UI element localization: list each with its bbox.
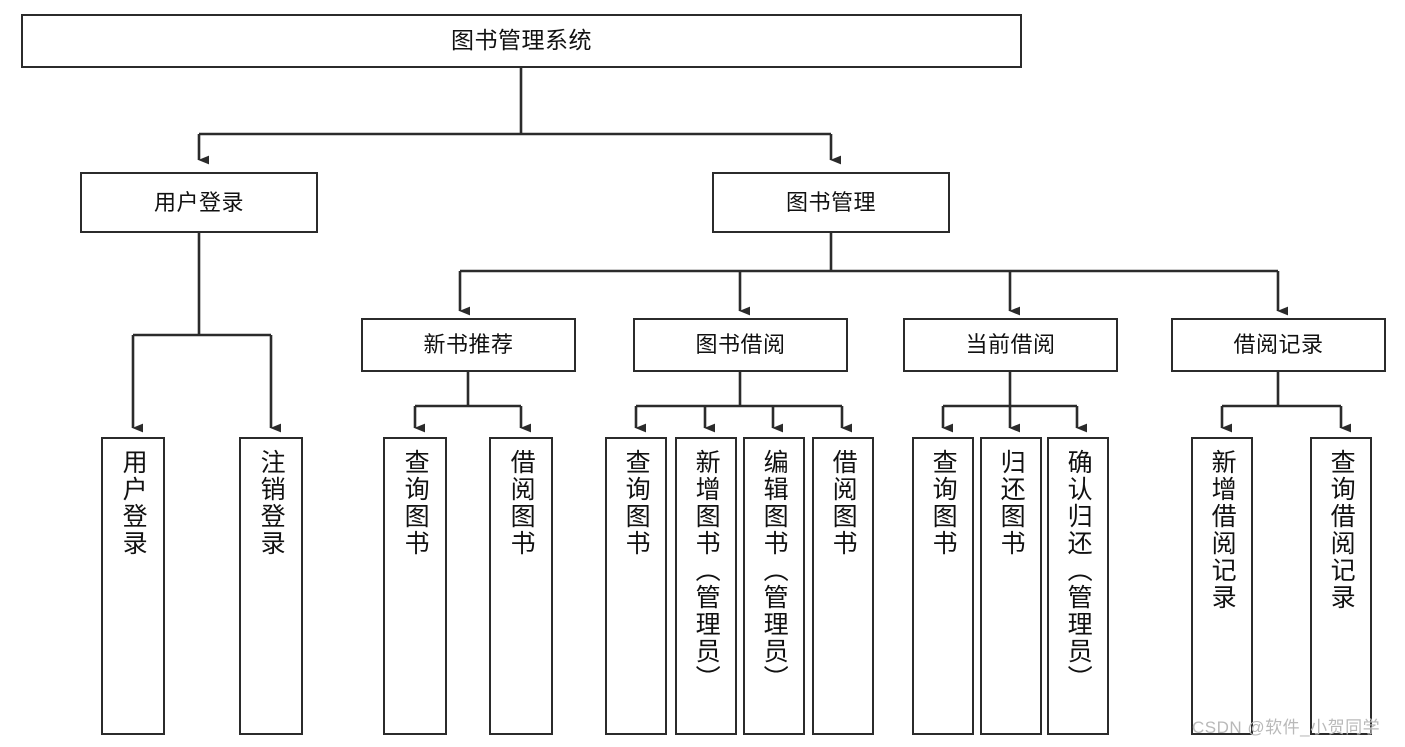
node-label: 用户登录 [153, 189, 244, 215]
node-book-borrow[interactable]: 图书借阅 [633, 318, 848, 372]
node-label: 借阅图书 [829, 449, 858, 557]
node-borrow-record[interactable]: 借阅记录 [1171, 318, 1386, 372]
leaf-current-borrow-0[interactable]: 查询图书 [912, 437, 974, 735]
node-label: 查询图书 [401, 449, 430, 557]
node-label: 用户登录 [119, 449, 148, 557]
leaf-current-borrow-1[interactable]: 归还图书 [980, 437, 1042, 735]
node-label: 新书推荐 [423, 332, 514, 358]
node-label: 新增图书（管理员） [692, 449, 721, 692]
node-label: 当前借阅 [965, 332, 1056, 358]
node-label: 确认归还（管理员） [1064, 449, 1093, 692]
leaf-user-login-1[interactable]: 注销登录 [239, 437, 303, 735]
leaf-book-borrow-0[interactable]: 查询图书 [605, 437, 667, 735]
node-label: 查询图书 [929, 449, 958, 557]
leaf-book-borrow-3[interactable]: 借阅图书 [812, 437, 874, 735]
node-label: 借阅记录 [1233, 332, 1324, 358]
watermark-text: CSDN @软件_小贺同学 [1192, 718, 1381, 737]
node-label: 图书管理系统 [451, 27, 592, 54]
leaf-current-borrow-2[interactable]: 确认归还（管理员） [1047, 437, 1109, 735]
leaf-borrow-record-1[interactable]: 查询借阅记录 [1310, 437, 1372, 735]
node-label: 图书借阅 [695, 332, 786, 358]
node-current-borrow[interactable]: 当前借阅 [903, 318, 1118, 372]
node-label: 归还图书 [997, 449, 1026, 557]
node-label: 借阅图书 [507, 449, 536, 557]
leaf-book-borrow-2[interactable]: 编辑图书（管理员） [743, 437, 805, 735]
node-label: 图书管理 [785, 189, 876, 215]
node-root-book-management-system[interactable]: 图书管理系统 [21, 14, 1022, 68]
node-label: 查询图书 [622, 449, 651, 557]
leaf-user-login-0[interactable]: 用户登录 [101, 437, 165, 735]
node-label: 查询借阅记录 [1327, 449, 1356, 611]
leaf-book-borrow-1[interactable]: 新增图书（管理员） [675, 437, 737, 735]
node-new-book-recommend[interactable]: 新书推荐 [361, 318, 576, 372]
leaf-borrow-record-0[interactable]: 新增借阅记录 [1191, 437, 1253, 735]
node-book-management[interactable]: 图书管理 [712, 172, 950, 233]
node-label: 编辑图书（管理员） [760, 449, 789, 692]
node-user-login[interactable]: 用户登录 [80, 172, 318, 233]
node-label: 注销登录 [257, 449, 286, 557]
leaf-new-book-recommend-0[interactable]: 查询图书 [383, 437, 447, 735]
node-label: 新增借阅记录 [1208, 449, 1237, 611]
leaf-new-book-recommend-1[interactable]: 借阅图书 [489, 437, 553, 735]
